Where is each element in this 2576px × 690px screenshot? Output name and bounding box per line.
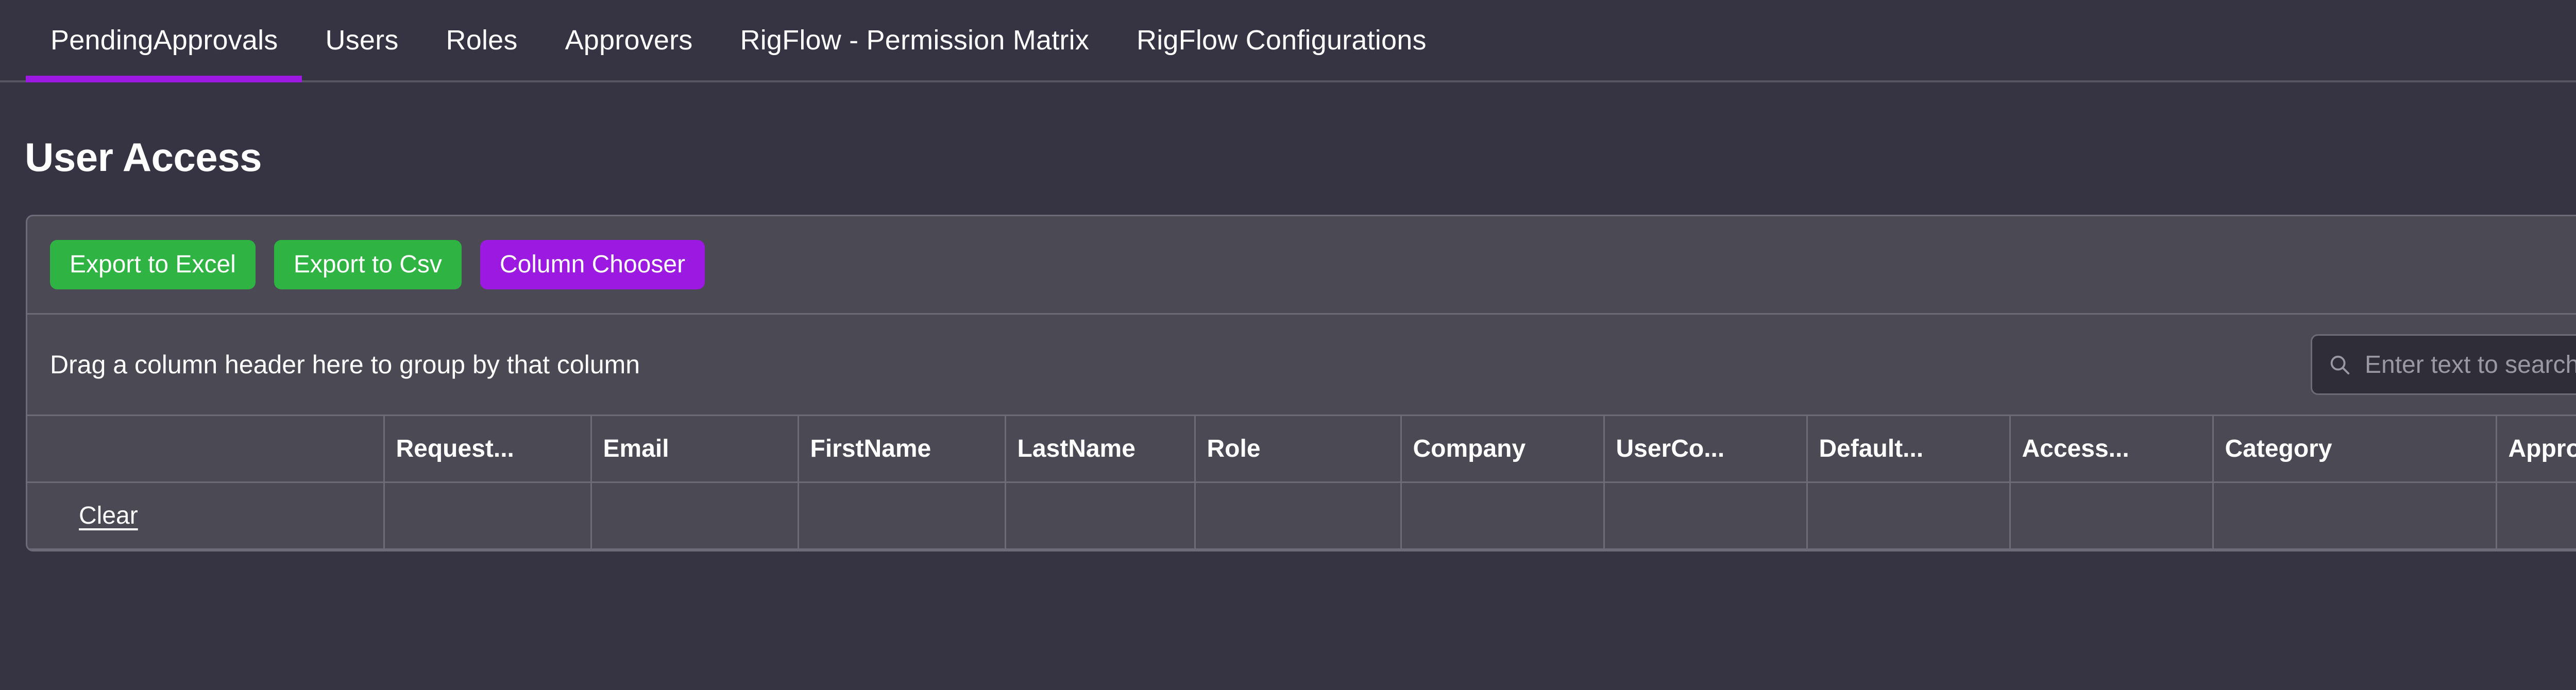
filter-cell-role[interactable] [1195, 482, 1402, 550]
filter-cell-default[interactable] [1807, 482, 2011, 550]
column-header-request[interactable]: Request... [384, 416, 592, 483]
tab-label: Roles [446, 25, 518, 56]
column-header-company[interactable]: Company [1401, 416, 1605, 483]
filter-cell-usercode[interactable] [1604, 482, 1808, 550]
filter-row: Clear [27, 482, 2576, 550]
filter-cell-email[interactable] [591, 482, 799, 550]
tab-users[interactable]: Users [302, 0, 422, 80]
column-header-usercode[interactable]: UserCo... [1604, 416, 1808, 483]
column-header-approve[interactable]: Approve [2496, 416, 2576, 483]
export-to-csv-button[interactable]: Export to Csv [274, 240, 462, 289]
page-title: User Access [25, 134, 262, 180]
toolbar-button-group: Export to Excel Export to Csv Column Cho… [50, 240, 705, 289]
tab-bar: PendingApprovals Users Roles Approvers R… [0, 0, 2576, 82]
tab-label: PendingApprovals [50, 25, 278, 56]
group-panel-hint[interactable]: Drag a column header here to group by th… [50, 350, 640, 379]
column-header-lastname[interactable]: LastName [1005, 416, 1196, 483]
filter-cell-firstname[interactable] [798, 482, 1006, 550]
clear-filter-link[interactable]: Clear [79, 502, 138, 529]
column-header-category[interactable]: Category [2213, 416, 2497, 483]
tab-label: Users [325, 25, 399, 56]
table-header-row: Request... Email FirstName LastName Role… [27, 416, 2576, 483]
column-header-firstname[interactable]: FirstName [798, 416, 1006, 483]
column-header-role[interactable]: Role [1195, 416, 1402, 483]
filter-cell-request[interactable] [384, 482, 592, 550]
filter-cell-company[interactable] [1401, 482, 1605, 550]
column-header-email[interactable]: Email [591, 416, 799, 483]
user-access-grid-panel: Export to Excel Export to Csv Column Cho… [26, 215, 2576, 551]
filter-cell-lastname[interactable] [1005, 482, 1196, 550]
filter-cell-select: Clear [27, 482, 385, 550]
user-access-table: Request... Email FirstName LastName Role… [27, 416, 2576, 550]
filter-cell-category[interactable] [2213, 482, 2497, 550]
tab-label: RigFlow Configurations [1137, 25, 1427, 56]
tab-pendingapprovals[interactable]: PendingApprovals [26, 0, 302, 82]
tab-label: Approvers [565, 25, 693, 56]
tab-roles[interactable]: Roles [422, 0, 541, 80]
search-icon [2330, 355, 2350, 375]
tab-label: RigFlow - Permission Matrix [740, 25, 1090, 56]
column-header-access[interactable]: Access... [2010, 416, 2214, 483]
export-to-excel-button[interactable]: Export to Excel [50, 240, 256, 289]
group-panel-row: Drag a column header here to group by th… [27, 315, 2576, 416]
search-input[interactable] [2365, 350, 2576, 379]
tab-approvers[interactable]: Approvers [541, 0, 717, 80]
tab-rigflow-permission-matrix[interactable]: RigFlow - Permission Matrix [717, 0, 1113, 80]
column-header-select[interactable] [27, 416, 385, 483]
column-chooser-button[interactable]: Column Chooser [480, 240, 705, 289]
filter-cell-approve[interactable] [2496, 482, 2576, 550]
grid-toolbar: Export to Excel Export to Csv Column Cho… [27, 216, 2576, 315]
filter-cell-access[interactable] [2010, 482, 2214, 550]
tab-rigflow-configurations[interactable]: RigFlow Configurations [1113, 0, 1450, 80]
search-box[interactable] [2311, 334, 2576, 395]
column-header-default[interactable]: Default... [1807, 416, 2011, 483]
